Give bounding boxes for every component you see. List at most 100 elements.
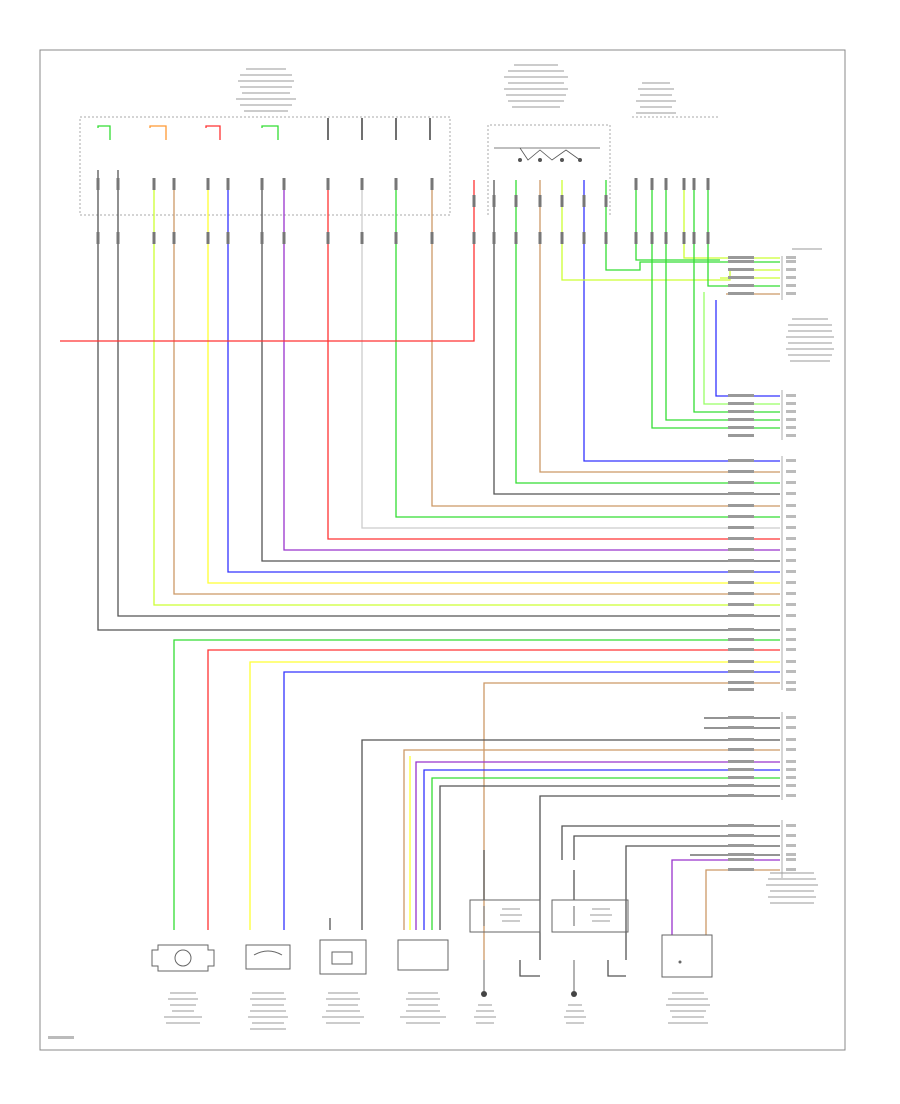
terminal-pin-label <box>786 402 796 405</box>
terminal-label <box>728 559 754 562</box>
wire-gray-throttle-2 <box>361 739 780 930</box>
wire-gray-c <box>261 180 780 562</box>
wire-group <box>60 118 780 977</box>
connector-pin <box>326 178 330 190</box>
wire-blue-throttle <box>423 769 780 930</box>
sensor-icon <box>245 944 291 970</box>
terminal-pin-label <box>786 660 796 663</box>
wire-blue-c <box>715 300 780 397</box>
wire-green-i <box>707 180 780 287</box>
connector-icon <box>397 939 449 971</box>
connector-pin <box>394 178 398 190</box>
terminal-label <box>728 515 754 518</box>
connector-pin <box>206 178 210 190</box>
terminal-label <box>728 284 754 287</box>
wire-gray-throttle-3 <box>439 785 780 930</box>
wire-gray-relay-1 <box>539 795 780 960</box>
terminal-pin-label <box>786 824 796 827</box>
wire-gray-relay-2 <box>561 825 780 860</box>
terminal-pin-label <box>786 868 796 871</box>
terminal-label <box>728 760 754 763</box>
terminal-label <box>728 853 754 856</box>
connector-pin <box>472 232 476 244</box>
label-block-top-left <box>236 68 296 112</box>
wire-green-c <box>515 180 780 484</box>
wire-green-lower <box>173 639 780 930</box>
terminal-pin-label <box>786 537 796 540</box>
terminal-pin-label <box>786 394 796 397</box>
wire-gray-relay-3 <box>573 835 780 860</box>
connector-pin <box>634 232 638 244</box>
label-block-right-2 <box>766 872 818 904</box>
wire-gray-relay-7 <box>519 960 540 977</box>
terminal-label <box>728 537 754 540</box>
terminal-label <box>728 603 754 606</box>
connector-pin <box>472 195 476 207</box>
terminal-label <box>728 470 754 473</box>
terminal-label <box>728 434 754 437</box>
terminal-pin-label <box>786 418 796 421</box>
connector-pin <box>634 178 638 190</box>
terminal-label <box>728 292 754 295</box>
wire-violet-throttle <box>415 761 780 930</box>
terminal-pin-label <box>786 268 796 271</box>
diagram-frame <box>39 49 846 1051</box>
wire-orange-1 <box>149 125 167 140</box>
terminal-pin-label <box>786 426 796 429</box>
terminal-label <box>728 794 754 797</box>
terminal-label <box>728 492 754 495</box>
terminal-pin-label <box>786 670 796 673</box>
terminal-label <box>728 688 754 691</box>
wire-white-a <box>361 180 780 529</box>
terminal-label <box>728 670 754 673</box>
terminal-pin-label <box>786 834 796 837</box>
terminal-pin-label <box>786 276 796 279</box>
terminal-label <box>728 768 754 771</box>
connector-pin <box>560 232 564 244</box>
wire-gray-a <box>97 170 780 631</box>
connector-pin <box>394 232 398 244</box>
terminal-pin-label <box>786 638 796 641</box>
relay-icon <box>551 899 629 933</box>
terminal-pin-label <box>786 853 796 856</box>
terminal-pin-label <box>786 515 796 518</box>
terminal-label <box>728 834 754 837</box>
connector-pin <box>560 195 564 207</box>
terminal-label <box>728 394 754 397</box>
wire-yellow-green-b <box>561 180 780 281</box>
terminal-label <box>728 648 754 651</box>
terminal-label <box>728 276 754 279</box>
terminal-pin-label <box>786 648 796 651</box>
connector-pin <box>682 232 686 244</box>
connector-stubs <box>96 178 710 244</box>
terminal-label <box>728 614 754 617</box>
wire-green-2 <box>261 125 279 140</box>
connector-pin <box>172 232 176 244</box>
wire-brown-throttle <box>403 749 780 930</box>
terminal-pin-label <box>786 570 796 573</box>
label-block-top-middle <box>504 64 568 108</box>
terminal-label <box>728 504 754 507</box>
label-block-top-right <box>636 82 676 114</box>
wire-yellow-lower <box>249 661 780 930</box>
terminal-pin-label <box>786 844 796 847</box>
wire-gray-b <box>117 170 780 617</box>
connector-pin <box>116 178 120 190</box>
terminal-label <box>728 548 754 551</box>
ground-icon <box>481 991 487 997</box>
wire-tan-a <box>431 180 780 507</box>
terminal-label <box>728 268 754 271</box>
wire-green-throttle <box>431 777 780 930</box>
connector-pin <box>582 232 586 244</box>
connector-pin <box>116 232 120 244</box>
wire-green-j <box>703 292 780 405</box>
terminal-label <box>728 581 754 584</box>
left-front-wheel-sensor <box>151 944 215 1024</box>
connector-pin <box>692 178 696 190</box>
terminal-pin-label <box>786 256 796 259</box>
connector-icon <box>319 939 367 975</box>
wire-gray-relay-8 <box>607 960 626 977</box>
wire-red-lower <box>207 649 780 930</box>
motor-module <box>661 934 713 1024</box>
terminal-label <box>728 260 754 263</box>
